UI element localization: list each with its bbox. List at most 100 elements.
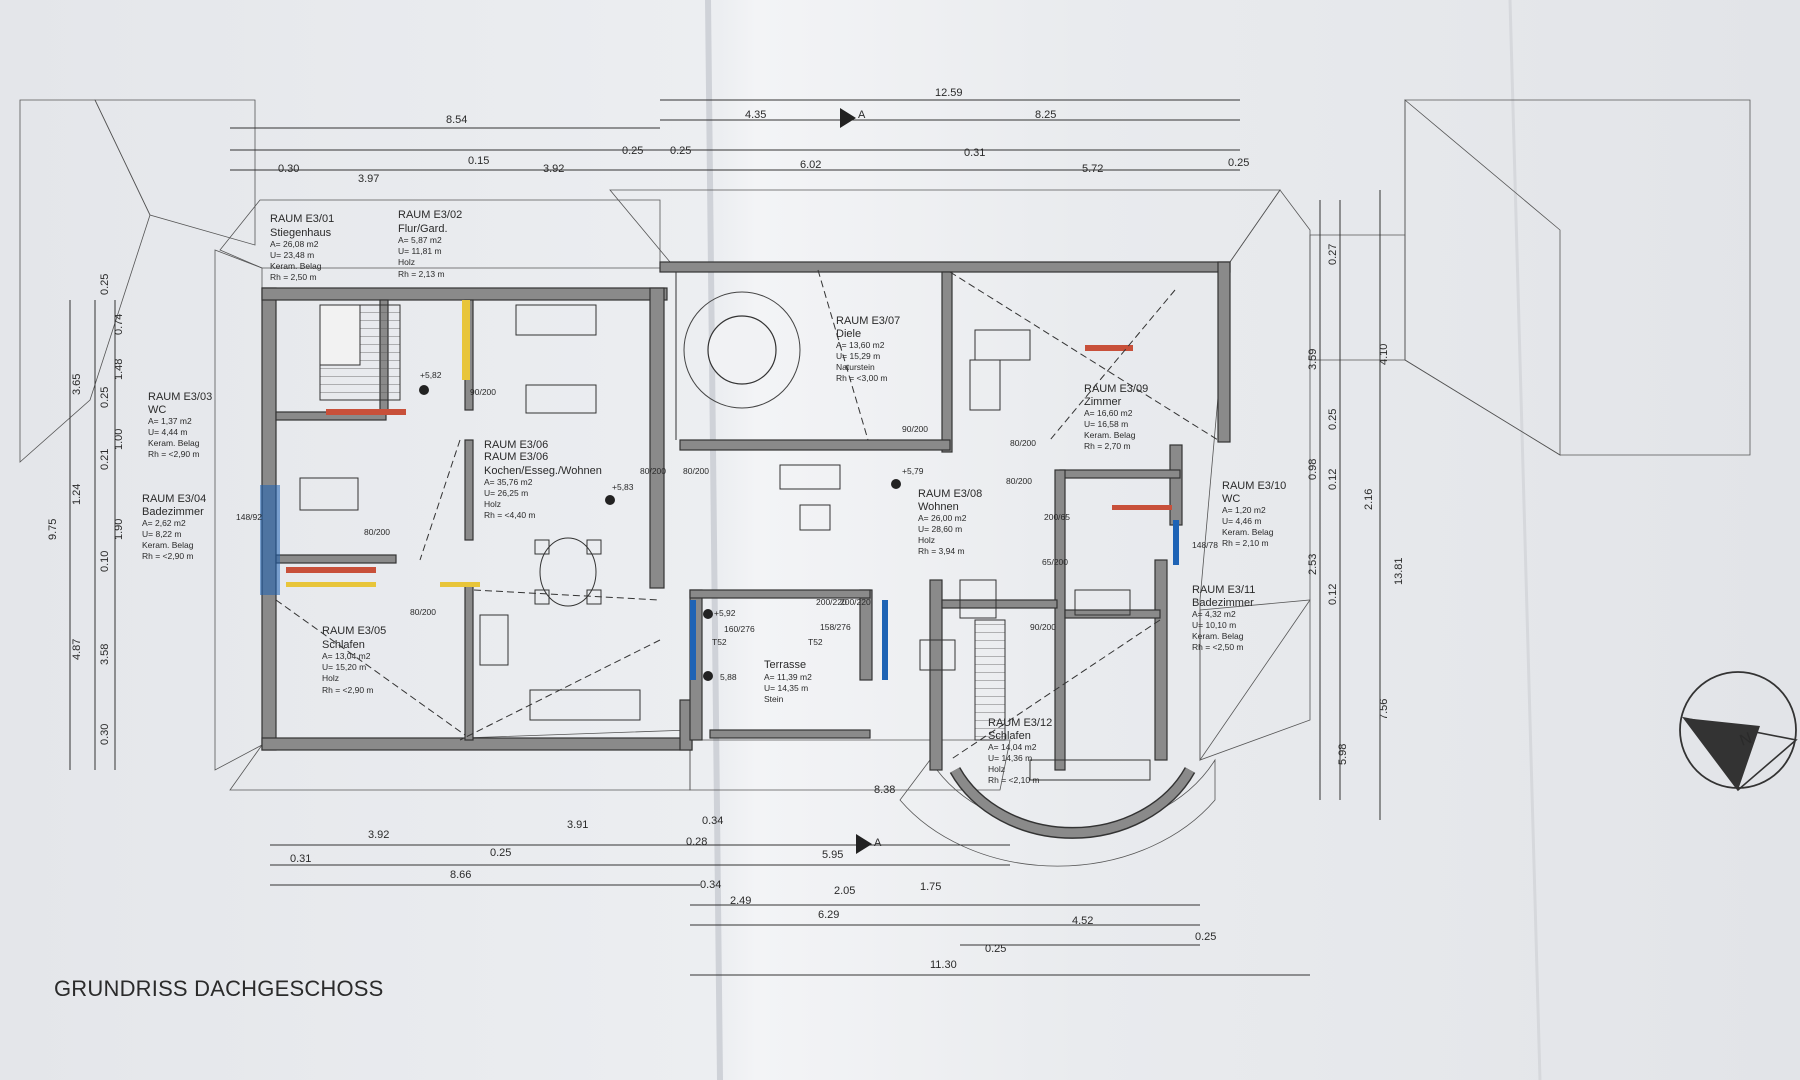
compass-label: N [1738, 730, 1755, 750]
dim-left-total: 8.54 [446, 114, 467, 126]
svg-text:RAUM E3/08: RAUM E3/08 [918, 488, 982, 500]
svg-text:U= 16,58 m: U= 16,58 m [1084, 419, 1128, 429]
north-arrow-icon: N [1679, 671, 1798, 792]
svg-text:Rh = <4,40 m: Rh = <4,40 m [484, 510, 536, 520]
dim-bottom-b-2: 0.28 [686, 836, 707, 848]
dim-bottom-a-0: 3.92 [368, 829, 389, 841]
svg-text:90/200: 90/200 [902, 424, 928, 434]
svg-text:RAUM E3/06: RAUM E3/06 [484, 451, 548, 463]
svg-text:Rh = <2,90 m: Rh = <2,90 m [142, 551, 194, 561]
svg-text:Rh = 2,70 m: Rh = 2,70 m [1084, 441, 1131, 451]
dim-bottom-e-1: 4.52 [1072, 915, 1093, 927]
svg-text:RAUM E3/05: RAUM E3/05 [322, 625, 386, 637]
svg-text:Rh = 2,13 m: Rh = 2,13 m [398, 269, 445, 279]
svg-text:Keram. Belag: Keram. Belag [270, 261, 322, 271]
paper-fold-2 [1508, 0, 1542, 1080]
svg-text:158/276: 158/276 [820, 622, 851, 632]
highlight-marks [286, 300, 1179, 680]
svg-text:A= 2,62 m2: A= 2,62 m2 [142, 518, 186, 528]
svg-text:U= 26,25 m: U= 26,25 m [484, 488, 528, 498]
svg-text:A= 13,60 m2: A= 13,60 m2 [836, 340, 885, 350]
dim-left-2: 0.25 [99, 274, 111, 295]
dim-b-2: 0.15 [468, 155, 489, 167]
dim-left-3: 0.74 [113, 314, 125, 335]
svg-text:Naturstein: Naturstein [836, 362, 875, 372]
dim-left-8: 1.24 [71, 484, 83, 505]
svg-text:Rh = <2,90 m: Rh = <2,90 m [148, 449, 200, 459]
dim-b-7: 0.31 [964, 147, 985, 159]
walls [260, 261, 1231, 839]
svg-text:A= 1,37 m2: A= 1,37 m2 [148, 416, 192, 426]
svg-text:U= 15,20 m: U= 15,20 m [322, 662, 366, 672]
dim-left-11: 4.87 [71, 639, 83, 660]
dim-right-8: 0.98 [1307, 459, 1319, 480]
dim-left-5: 0.25 [99, 387, 111, 408]
dim-right-9: 0.12 [1327, 469, 1339, 490]
svg-text:U= 15,29 m: U= 15,29 m [836, 351, 880, 361]
room-label-e3-01: RAUM E3/01 Stiegenhaus A= 26,08 m2 U= 23… [270, 213, 334, 282]
svg-text:A= 14,04 m2: A= 14,04 m2 [988, 742, 1037, 752]
svg-text:A= 5,87 m2: A= 5,87 m2 [398, 235, 442, 245]
dim-bottom-b-3: 5.95 [822, 849, 843, 861]
svg-text:U= 10,10 m: U= 10,10 m [1192, 620, 1236, 630]
drawing-title: GRUNDRISS DACHGESCHOSS [54, 976, 384, 1001]
section-marker-bottom: A [856, 834, 882, 854]
staircases [319, 272, 1006, 741]
dim-right-7: 0.25 [1327, 409, 1339, 430]
dim-left-1: 3.65 [71, 374, 83, 395]
dim-b-1: 3.97 [358, 173, 379, 185]
svg-text:Holz: Holz [322, 673, 339, 683]
svg-text:Kochen/Esseg./Wohnen: Kochen/Esseg./Wohnen [484, 465, 602, 477]
door-labels: 90/200 80/200 80/200 80/200 80/200 90/20… [236, 387, 1218, 647]
dim-bottom-d-1: 2.05 [834, 885, 855, 897]
svg-text:Keram. Belag: Keram. Belag [1084, 430, 1136, 440]
dim-bottom-c-0: 8.66 [450, 869, 471, 881]
svg-text:Holz: Holz [484, 499, 501, 509]
svg-text:U= 23,48 m: U= 23,48 m [270, 250, 314, 260]
dim-bottom-f-0: 0.25 [985, 943, 1006, 955]
terrace-label: Terrasse A= 11,39 m2 U= 14,35 m Stein [764, 659, 812, 704]
svg-text:Holz: Holz [918, 535, 935, 545]
room-label-e3-07: RAUM E3/07 Diele A= 13,60 m2 U= 15,29 m … [836, 315, 900, 383]
dim-b-3: 3.92 [543, 163, 564, 175]
dim-right-5: 3.59 [1307, 349, 1319, 370]
dim-bottom-a-1: 3.91 [567, 819, 588, 831]
svg-text:80/200: 80/200 [1010, 438, 1036, 448]
dim-left-4: 1.48 [113, 359, 125, 380]
dim-right-1: 4.10 [1378, 344, 1390, 365]
svg-text:Diele: Diele [836, 328, 861, 340]
svg-text:80/200: 80/200 [410, 607, 436, 617]
svg-text:A: A [858, 109, 866, 121]
svg-text:A= 11,39 m2: A= 11,39 m2 [764, 672, 812, 682]
svg-text:RAUM E3/03: RAUM E3/03 [148, 391, 212, 403]
svg-text:A= 13,04 m2: A= 13,04 m2 [322, 651, 371, 661]
dim-right-4: 5.98 [1337, 744, 1349, 765]
dim-left-10: 0.10 [99, 551, 111, 572]
svg-text:RAUM E3/11: RAUM E3/11 [1192, 584, 1255, 596]
svg-text:T52: T52 [808, 637, 823, 647]
svg-text:U= 8,22 m: U= 8,22 m [142, 529, 181, 539]
svg-text:Rh = 2,50 m: Rh = 2,50 m [270, 272, 317, 282]
svg-text:A= 1,20 m2: A= 1,20 m2 [1222, 505, 1266, 515]
dim-b-6: 6.02 [800, 159, 821, 171]
svg-text:Keram. Belag: Keram. Belag [1192, 631, 1244, 641]
dimension-lines [69, 99, 1381, 976]
level-mark-2: +5,79 [902, 466, 924, 476]
svg-text:RAUM E3/09: RAUM E3/09 [1084, 383, 1148, 395]
svg-text:Flur/Gard.: Flur/Gard. [398, 223, 448, 235]
dim-b-0: 0.30 [278, 163, 299, 175]
dim-b-5: 0.25 [670, 145, 691, 157]
dim-overall-right: 12.59 [935, 87, 963, 99]
svg-text:Rh = <2,50 m: Rh = <2,50 m [1192, 642, 1244, 652]
room-tag-e3-06: RAUM E3/06 [484, 439, 548, 451]
svg-text:80/200: 80/200 [683, 466, 709, 476]
svg-text:WC: WC [1222, 493, 1240, 505]
svg-text:90/200: 90/200 [1030, 622, 1056, 632]
svg-text:Terrasse: Terrasse [764, 659, 806, 671]
svg-text:90/200: 90/200 [470, 387, 496, 397]
level-mark-4: 5,88 [720, 672, 737, 682]
svg-text:A= 4,32 m2: A= 4,32 m2 [1192, 609, 1236, 619]
svg-text:RAUM E3/07: RAUM E3/07 [836, 315, 900, 327]
room-label-e3-02: RAUM E3/02 Flur/Gard. A= 5,87 m2 U= 11,8… [398, 209, 462, 279]
